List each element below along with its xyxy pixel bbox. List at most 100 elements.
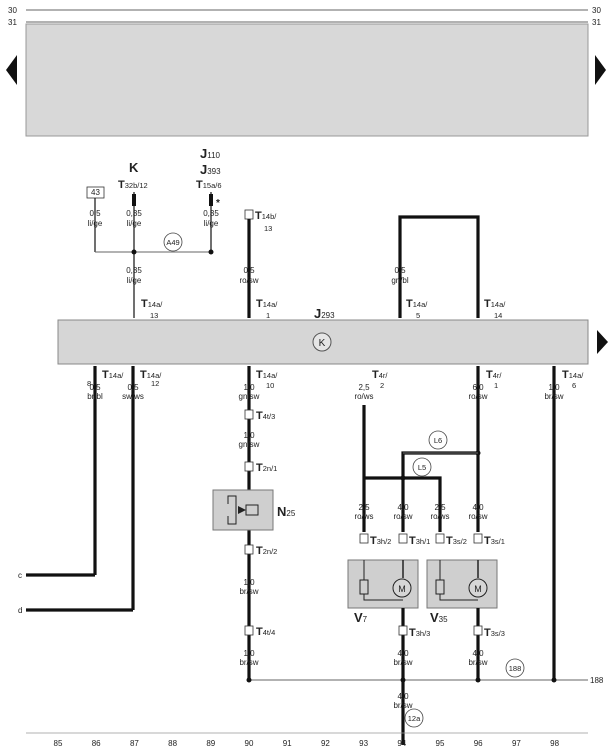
connector-t14a-1-label: T14a/ [256,298,278,310]
connector-t3s2-pin [435,533,445,544]
wire-w19-size: 1,0 [243,649,255,658]
splice-node [131,249,137,255]
wire-w20-size: 4,0 [397,649,409,658]
wire-w3-size: 0,35 [203,209,219,218]
connector-t14a-14-number: 14 [494,311,502,320]
wire-w16-size: 2,5 [434,503,446,512]
wire-w8-size: 0,5 [127,383,139,392]
connector-t14a-1-number: 1 [266,311,270,320]
connector-t3h-1-label: T3h/1 [409,535,430,547]
motor-v7-icon [392,578,412,598]
wire-w7-size: 0,5 [89,383,101,392]
connector-t4t3-pin [244,409,254,420]
connector-t4t-3-label: T4t/3 [256,410,275,422]
connector-t3h3-pin [398,625,408,636]
splice-node [551,677,557,683]
wire-w8-color: sw/ws [122,392,144,401]
wire-w20-color: br/sw [393,658,412,667]
connector-t14a-5-number: 5 [416,311,420,320]
track-number: 98 [550,739,559,748]
ground-188-label: 188 [509,664,522,673]
connector-t3s-1-label: T3s/1 [484,535,505,547]
splice-l6-circle [428,430,448,450]
connector-t14a-8-label: T14a/ [102,369,124,381]
track-number: 85 [54,739,63,748]
wire-w21-color: br/sw [468,658,487,667]
connector-t4r-2-label: T4r/ [372,369,388,381]
unit-symbol-icon: K [319,338,326,349]
wire-w10-color: ro/ws [354,392,373,401]
wire-w2-size: 0,35 [126,209,142,218]
connector-t4r-1-label: T4r/ [486,369,502,381]
wire-w9-size: 1,0 [243,383,255,392]
wire-w6-size: 0,5 [394,266,406,275]
splice-l5-circle [412,457,432,477]
wire-w17-size: 4,0 [472,503,484,512]
wire-w16-color: ro/ws [430,512,449,521]
edge-label-d: d [18,606,22,615]
wire-w15-size: 4,0 [397,503,409,512]
valve-arrow-icon [238,506,246,514]
connector-t14a-6-label: T14a/ [562,369,584,381]
wire-w13-color: gn/sw [239,440,260,449]
ground-188-circle [505,658,525,678]
wire-w7-color: br/bl [87,392,103,401]
wire-w6-color: gn/bl [391,276,409,285]
connector-t15a-label: T15a/6 [196,179,222,191]
splice-node [400,677,406,683]
component-n25-label: N25 [277,504,296,519]
wire-w19-color: br/sw [239,658,258,667]
track-number: 90 [245,739,254,748]
arrow-left-icon [6,55,17,85]
splice-l5-label: L5 [418,463,426,472]
wire-w18-color: br/sw [239,587,258,596]
connector-t4r-1-number: 1 [494,381,498,390]
wire-w1-size: 0,5 [89,209,101,218]
connector-t3h2-pin [359,533,369,544]
top-panel [25,23,589,137]
edge-label-c: c [18,571,22,580]
track-number: 87 [130,739,139,748]
connector-t2n1-pin [244,461,254,472]
wire-w18-size: 1,0 [243,578,255,587]
connector-t32b-label: T32b/12 [118,179,148,191]
connector-t14b-pin-number: 13 [264,224,272,233]
connector-t4t4-pin [244,625,254,636]
splice-node [246,677,252,683]
v7-lead [363,594,403,601]
rail-31-label-right: 31 [592,18,601,27]
fuse-43-label: 43 [91,188,100,197]
connector-t2n-1-label: T2n/1 [256,462,277,474]
wire-w12-size: 1,0 [548,383,560,392]
valve-coil-icon [245,504,259,516]
connector-t14a-13-number: 13 [150,311,158,320]
connector-t3s1-pin [473,533,483,544]
wire-w14-size: 2,5 [358,503,370,512]
star-note: * [216,198,220,209]
track-number: 91 [283,739,292,748]
v35-lead [439,594,478,601]
track-number: 89 [206,739,215,748]
connector-t14a-5-label: T14a/ [406,298,428,310]
connector-t14a-13-label: T14a/ [141,298,163,310]
splice-node [400,475,406,481]
connector-t4t-4-label: T4t/4 [256,626,275,638]
wire-w4-size: 0,35 [126,266,142,275]
arrow-right-icon [595,55,606,85]
wire-w5-size: 0,5 [243,266,255,275]
splice-l6-label: L6 [434,436,442,445]
wire-w1-color: li/ge [88,219,103,228]
connector-t2n2-pin [244,544,254,555]
ground-12a-circle [404,708,424,728]
motor-v35-label: M [474,584,482,594]
component-v35-label: V35 [430,610,448,625]
j293-label: J293 [314,306,335,321]
component-k-label: K [129,160,139,175]
connector-t14a-14-label: T14a/ [484,298,506,310]
connector-t2n-2-label: T2n/2 [256,545,277,557]
connector-t14b-pin [244,209,254,220]
connector-t14a-6-number: 6 [572,381,576,390]
motor-v35-icon [468,578,488,598]
splice-node [208,249,214,255]
rail-31-label: 31 [8,18,17,27]
